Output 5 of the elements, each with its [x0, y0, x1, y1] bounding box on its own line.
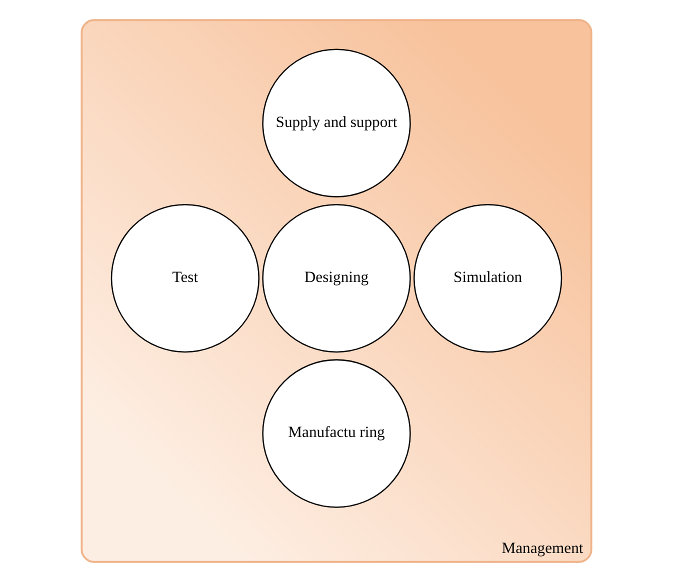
node-circle: Test — [110, 204, 260, 353]
node-circle: Designing — [262, 204, 411, 353]
node-circle: Supply and support — [262, 48, 411, 198]
node-circle: Simulation — [413, 204, 562, 353]
node-circle: Manufactu ring — [262, 359, 411, 508]
